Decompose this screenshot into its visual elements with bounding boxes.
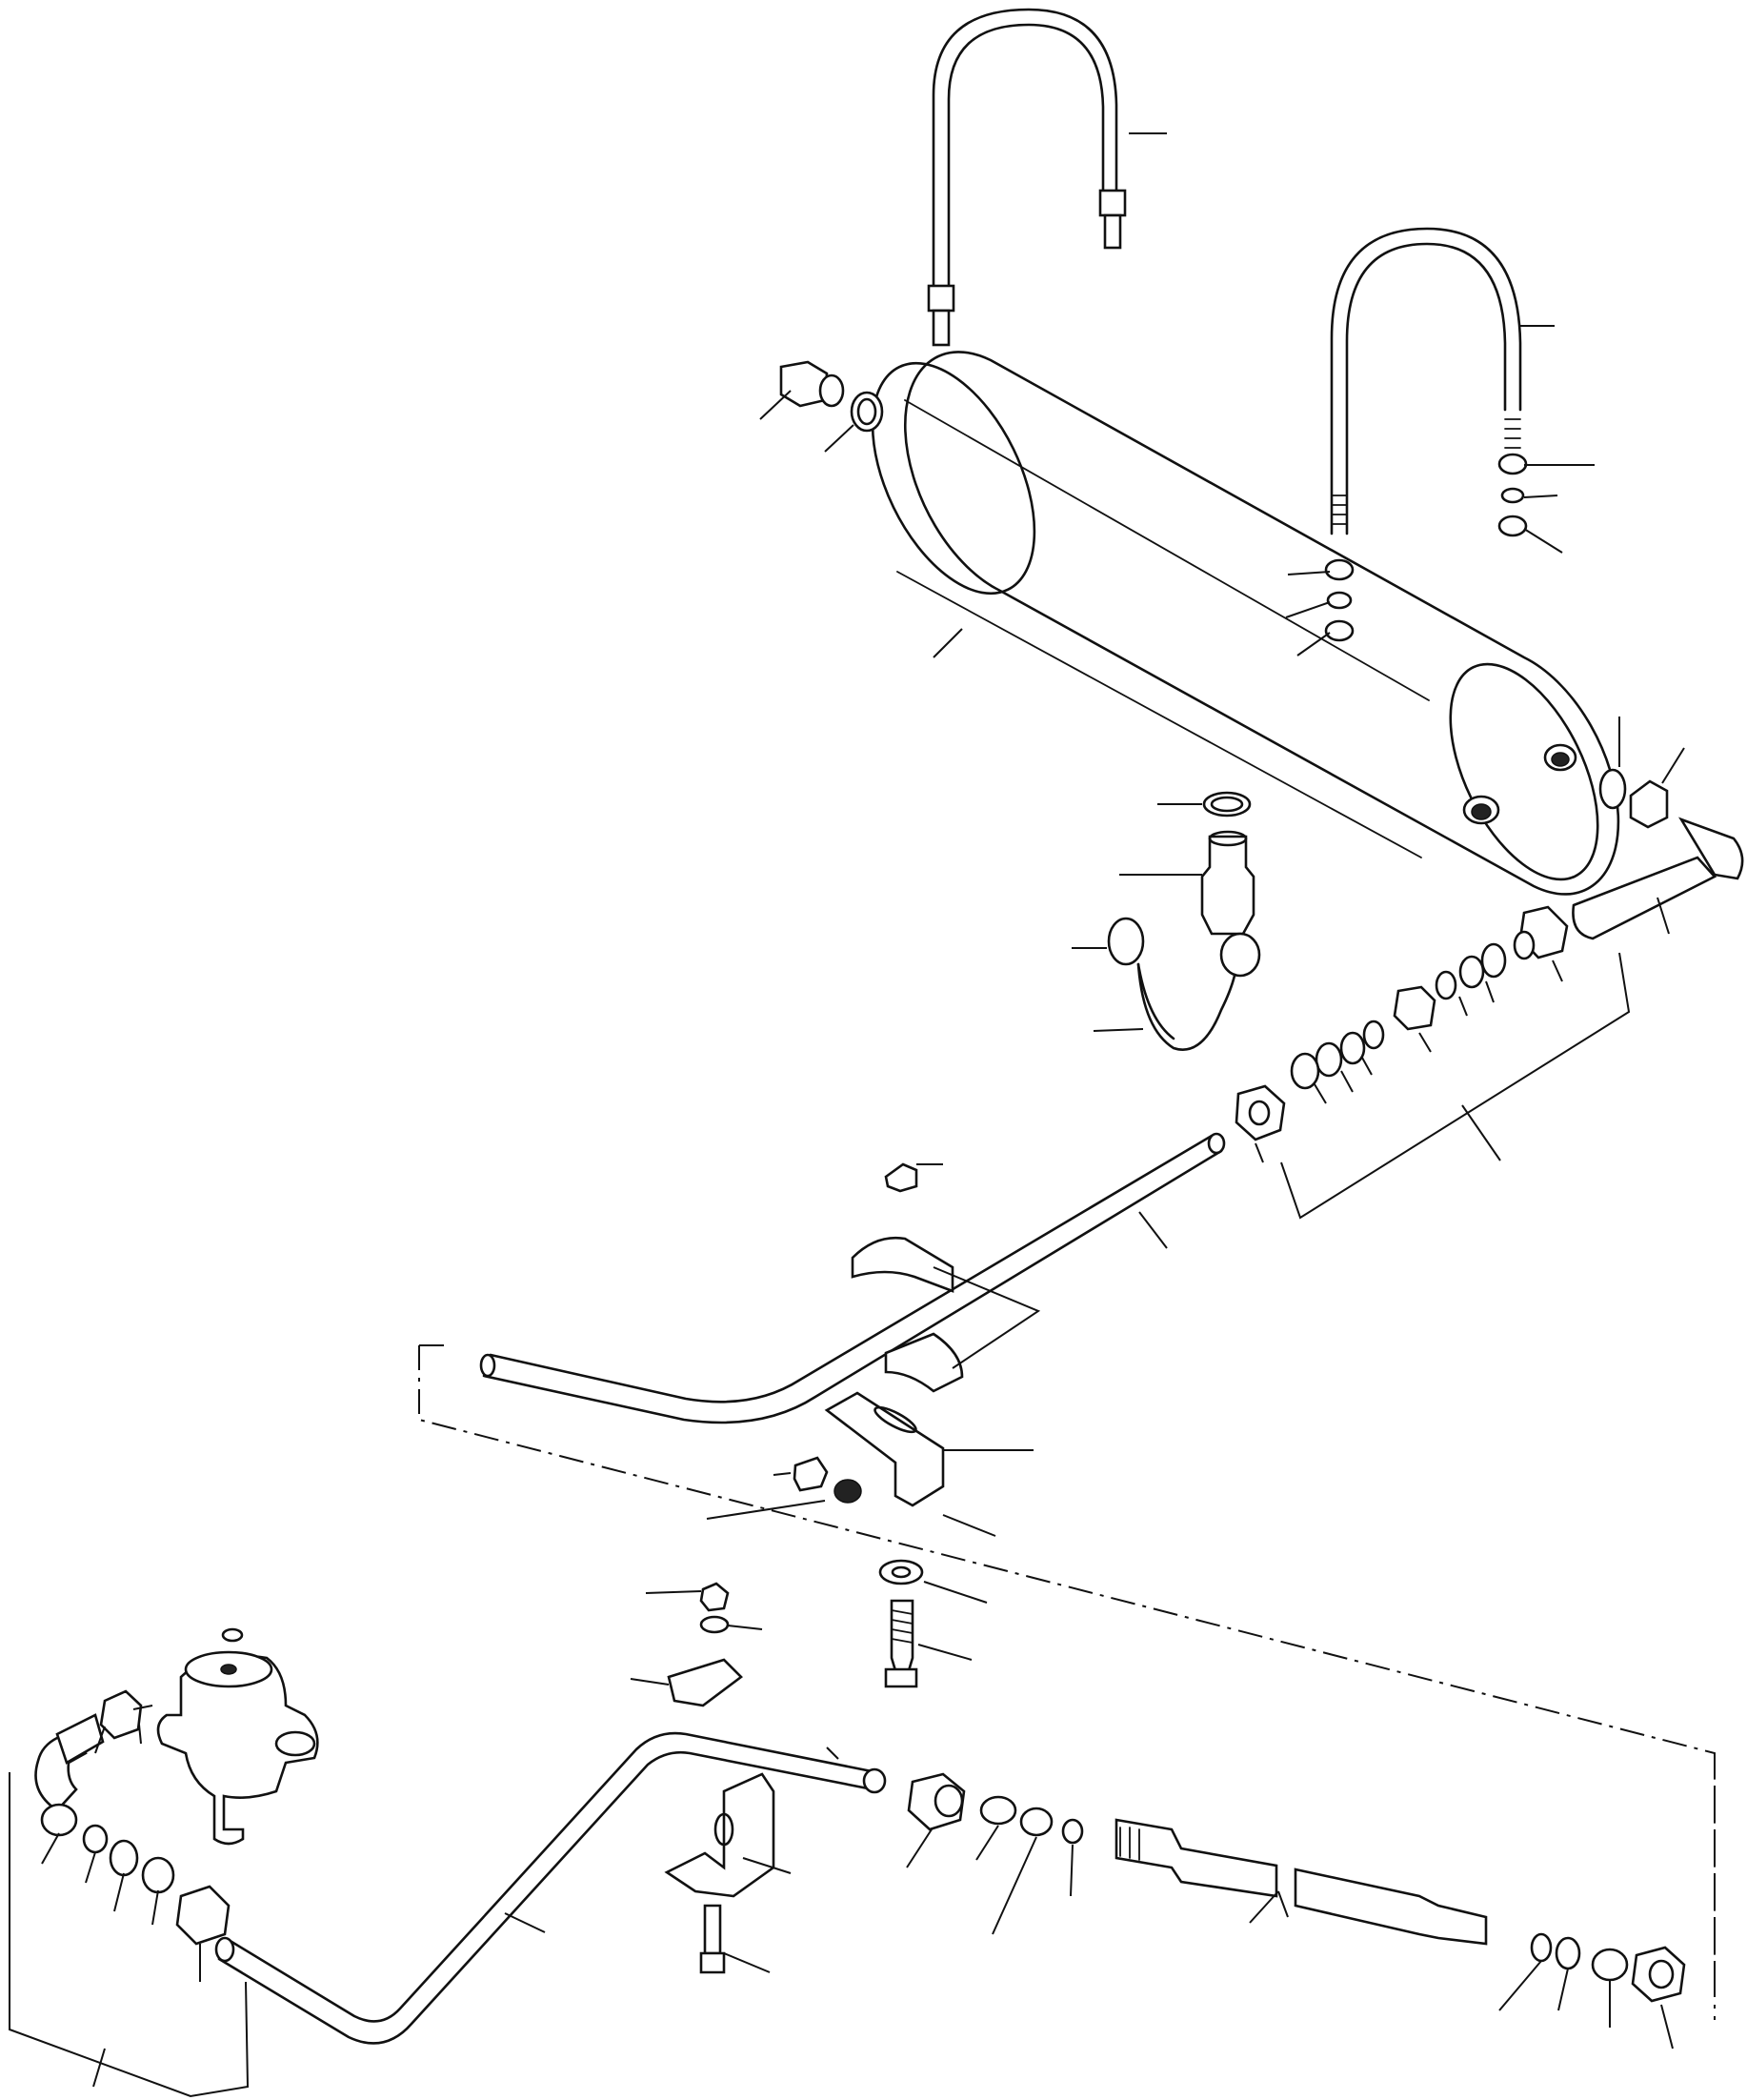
governor-valve <box>156 1627 319 1846</box>
lower-right-fittings <box>907 1772 1686 2003</box>
callout-leaders <box>41 132 1685 2088</box>
drain-valve <box>1107 791 1261 1051</box>
phantom-outline <box>418 1344 1716 1982</box>
u-bolt-right <box>1330 227 1522 535</box>
drain-plug <box>779 360 884 433</box>
lower-left-fittings <box>34 1689 231 1946</box>
air-tank <box>871 351 1620 896</box>
upper-pipe <box>479 1132 1226 1424</box>
pipe-clamp <box>793 1162 964 1688</box>
upper-fitting-chain <box>1235 905 1569 1141</box>
lower-clamp <box>664 1582 775 1974</box>
lower-pipe <box>214 1731 887 2045</box>
group-brackets <box>9 952 1631 2098</box>
tank-outlet-fittings <box>1572 768 1744 940</box>
u-bolt-left <box>927 8 1127 347</box>
u-bolt-nuts <box>1324 453 1528 642</box>
